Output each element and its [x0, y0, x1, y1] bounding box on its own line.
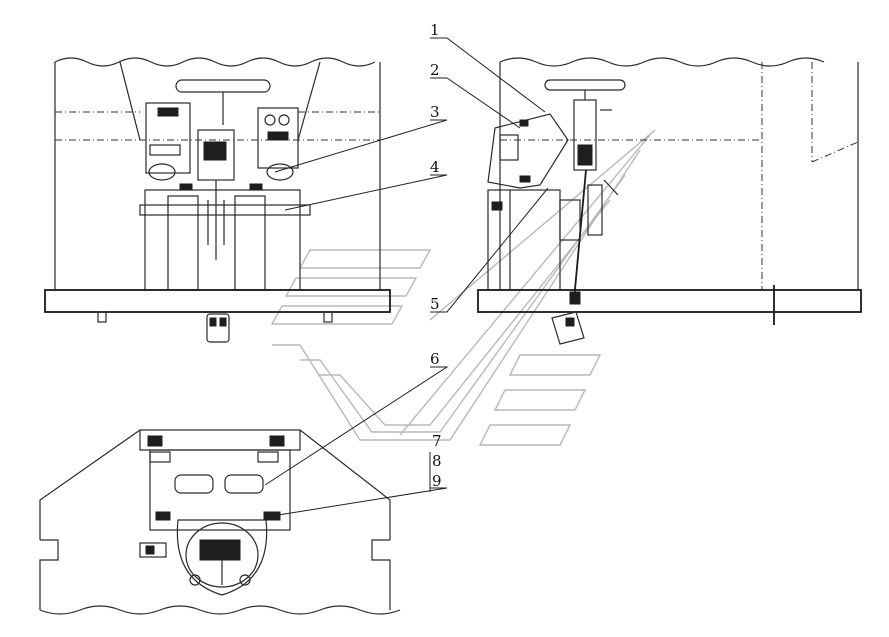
- callout-6: 6: [430, 350, 440, 368]
- watermark-logo: [270, 129, 656, 446]
- callout-1: 1: [430, 21, 440, 39]
- bottom-view: [39, 429, 401, 615]
- callout-4: 4: [430, 158, 440, 176]
- leader-lines: [264, 37, 549, 517]
- callout-2: 2: [430, 61, 440, 79]
- callout-5: 5: [430, 295, 440, 313]
- callout-7: 7: [432, 432, 442, 450]
- side-view: [477, 57, 862, 345]
- callout-9: 9: [432, 472, 442, 490]
- callout-8: 8: [432, 452, 442, 470]
- callout-labels: 1 2 3 4 5 6 7 8 9: [430, 21, 442, 490]
- callout-3: 3: [430, 103, 440, 121]
- front-view: [44, 57, 391, 343]
